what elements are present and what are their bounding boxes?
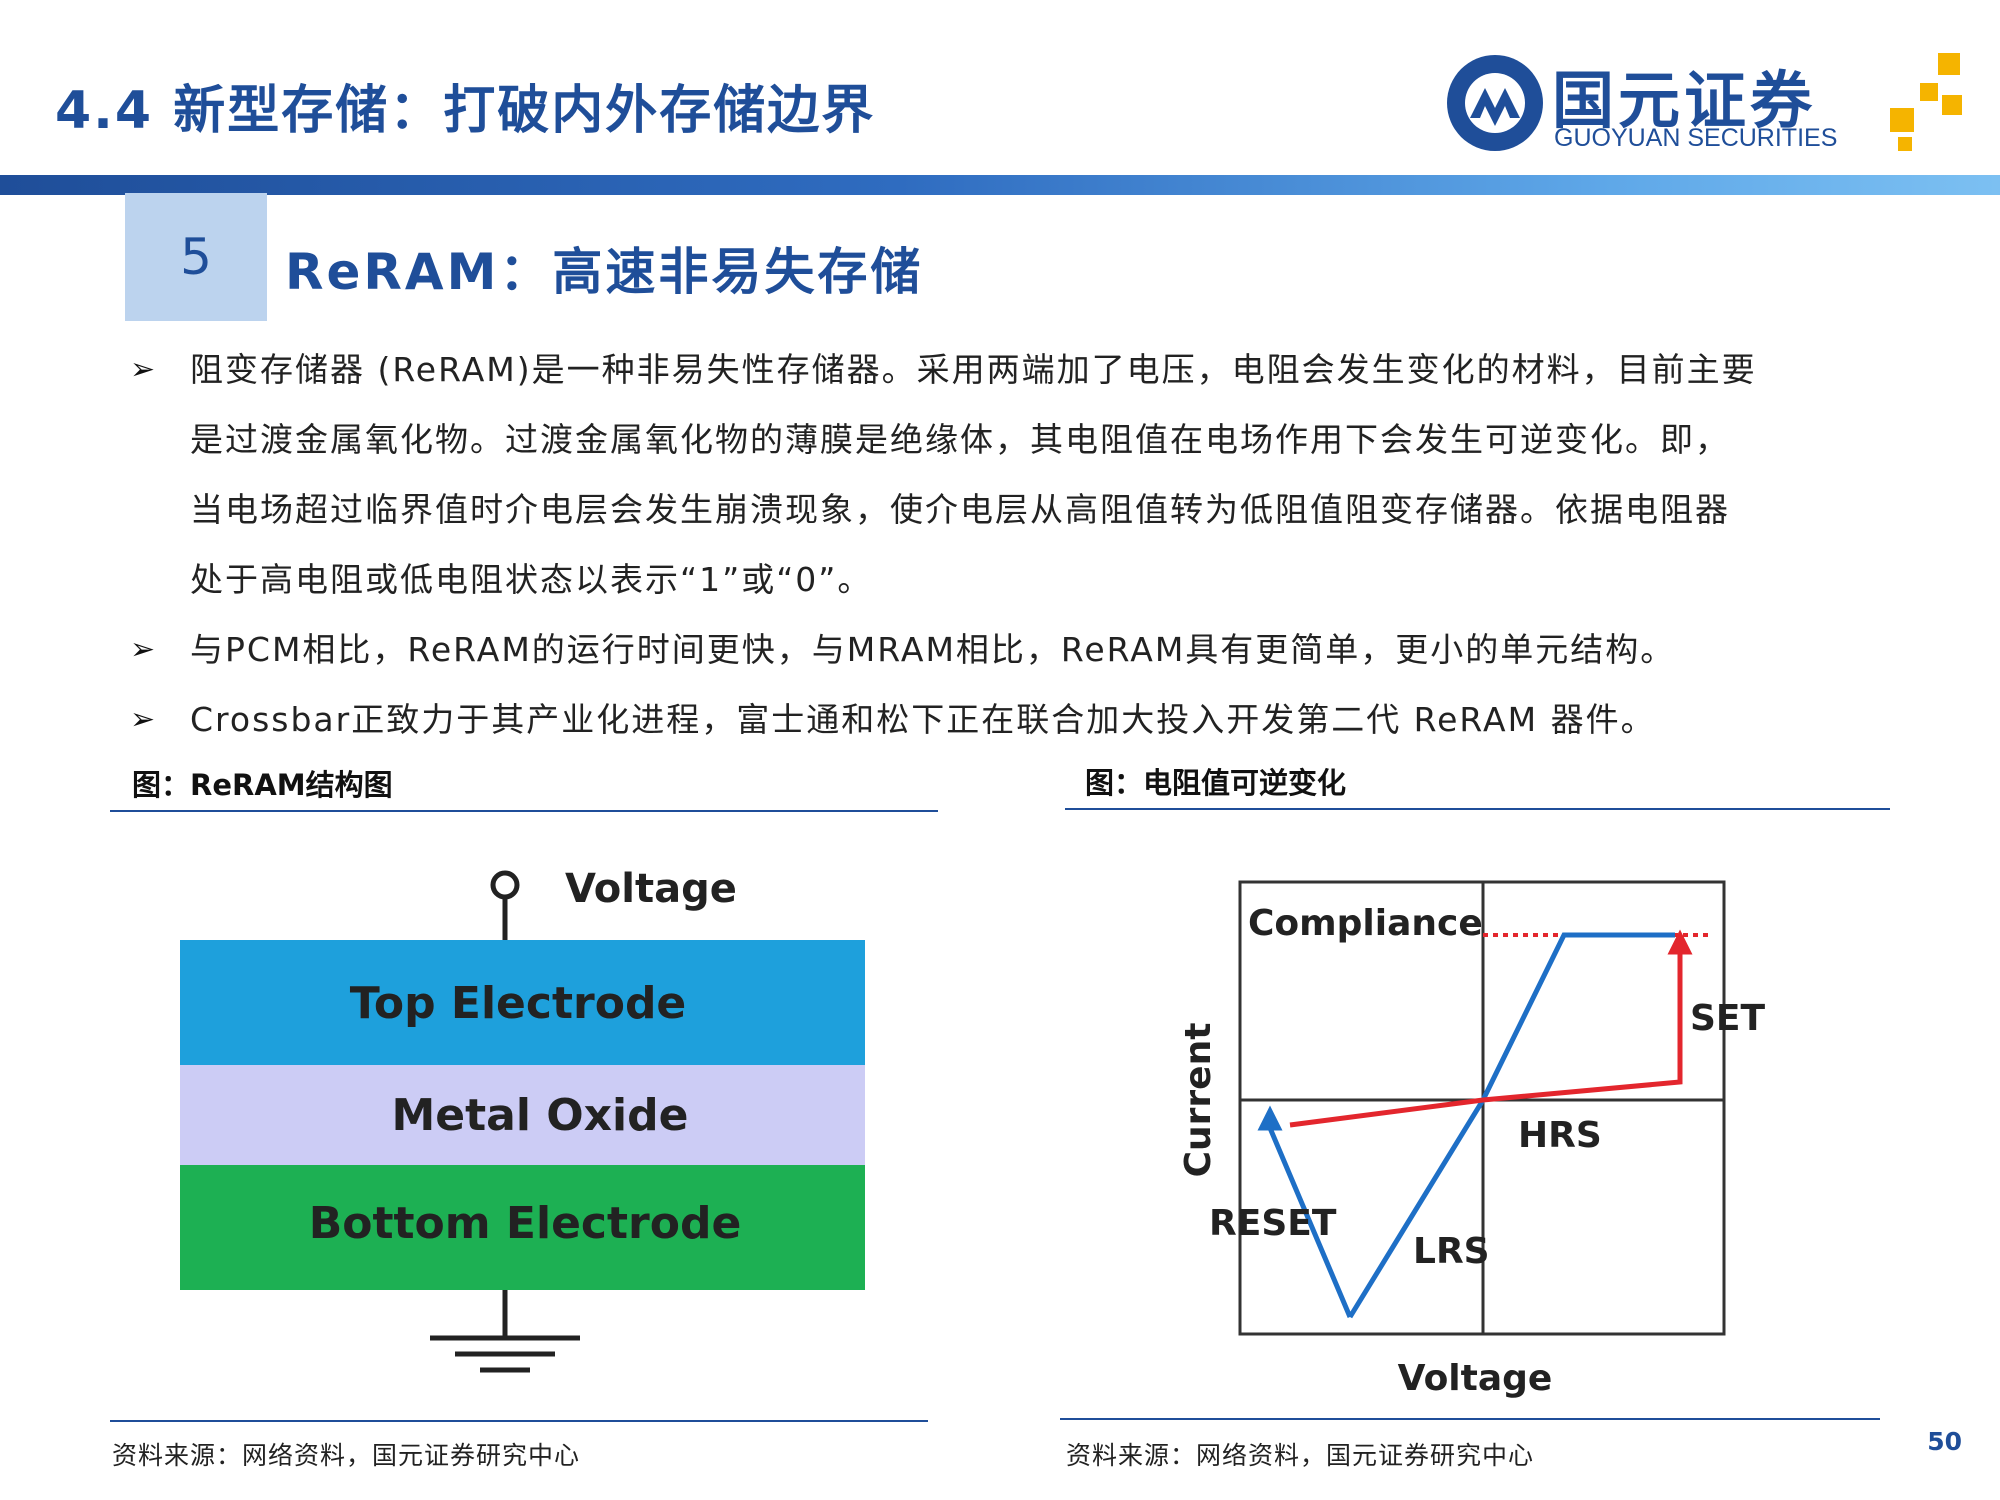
bullet-line: Crossbar正致力于其产业化进程，富士通和松下正在联合加大投入开发第二代 R… (190, 700, 1656, 739)
voltage-terminal-icon (490, 870, 520, 900)
compliance-label: Compliance (1248, 903, 1483, 944)
hrs-label: HRS (1518, 1115, 1602, 1156)
reset-blue-arrow (1257, 1105, 1353, 1318)
header-bar (0, 175, 2000, 195)
page-title: 4.4 新型存储：打破内外存储边界 (55, 81, 876, 141)
bullet-line: 当电场超过临界值时介电层会发生崩溃现象，使介电层从高阻值转为低阻值阻变存储器。依… (190, 490, 1730, 529)
logo-chinese-text: 国元证券 (1552, 64, 1817, 137)
reset-label: RESET (1209, 1203, 1337, 1244)
ground-symbol-icon (430, 1335, 580, 1373)
set-label: SET (1690, 998, 1766, 1039)
hrs-set-red-line (1289, 929, 1693, 1128)
figure-left-top-rule (110, 810, 938, 812)
bullet-arrow-icon: ➢ (130, 352, 156, 387)
bullet-line: 是过渡金属氧化物。过渡金属氧化物的薄膜是绝缘体，其电阻值在电场作用下会发生可逆变… (190, 420, 1730, 459)
metal-oxide-label: Metal Oxide (392, 1090, 689, 1141)
figure-right-caption: 图：电阻值可逆变化 (1085, 766, 1347, 800)
bullet-line: 处于高电阻或低电阻状态以表示“1”或“0”。 (190, 560, 873, 599)
logo-english-text: GUOYUAN SECURITIES (1554, 124, 1838, 152)
logo-emblem-icon (1447, 55, 1543, 151)
figure-right-bottom-rule (1060, 1418, 1880, 1420)
bullet-item: ➢ 与PCM相比，ReRAM的运行时间更快，与MRAM相比，ReRAM具有更简单… (130, 615, 1910, 685)
figure-left-caption: 图：ReRAM结构图 (132, 768, 393, 802)
figure-left-source: 资料来源：网络资料，国元证券研究中心 (112, 1441, 581, 1470)
section-title: ReRAM：高速非易失存储 (285, 243, 924, 301)
voltage-label: Voltage (565, 866, 737, 912)
y-axis-label: Current (1178, 1023, 1219, 1178)
section-number: 5 (180, 228, 212, 286)
bullet-item: ➢ Crossbar正致力于其产业化进程，富士通和松下正在联合加大投入开发第二代… (130, 685, 1910, 755)
bullet-arrow-icon: ➢ (130, 702, 156, 737)
bullet-arrow-icon: ➢ (130, 632, 156, 667)
company-logo: 国元证券 GUOYUAN SECURITIES (1440, 48, 1980, 158)
x-axis-label: Voltage (1398, 1358, 1553, 1399)
metal-oxide-layer (180, 1065, 865, 1165)
reram-structure-diagram: Voltage Top Electrode Metal Oxide Bottom… (180, 866, 865, 1373)
bullet-line: 阻变存储器 (ReRAM)是一种非易失性存储器。采用两端加了电压，电阻会发生变化… (190, 350, 1757, 389)
resistance-switching-chart: Compliance SET HRS RESET LRS Voltage Cur… (1178, 880, 1766, 1399)
figure-right-top-rule (1065, 808, 1890, 810)
section-number-box: 5 (125, 193, 267, 321)
lrs-blue-line (1347, 932, 1675, 1319)
top-electrode-layer (180, 940, 865, 1065)
figure-right-source: 资料来源：网络资料，国元证券研究中心 (1066, 1441, 1535, 1470)
bottom-electrode-label: Bottom Electrode (309, 1198, 742, 1249)
bullet-item: ➢ 阻变存储器 (ReRAM)是一种非易失性存储器。采用两端加了电压，电阻会发生… (130, 335, 1910, 615)
lrs-label: LRS (1413, 1231, 1490, 1272)
logo-squares-icon (1890, 53, 1962, 151)
bullet-line: 与PCM相比，ReRAM的运行时间更快，与MRAM相比，ReRAM具有更简单，更… (190, 630, 1676, 669)
top-electrode-label: Top Electrode (350, 978, 687, 1029)
figure-left-bottom-rule (110, 1420, 928, 1422)
page-number: 50 (1927, 1427, 1962, 1456)
bottom-electrode-layer (180, 1165, 865, 1290)
